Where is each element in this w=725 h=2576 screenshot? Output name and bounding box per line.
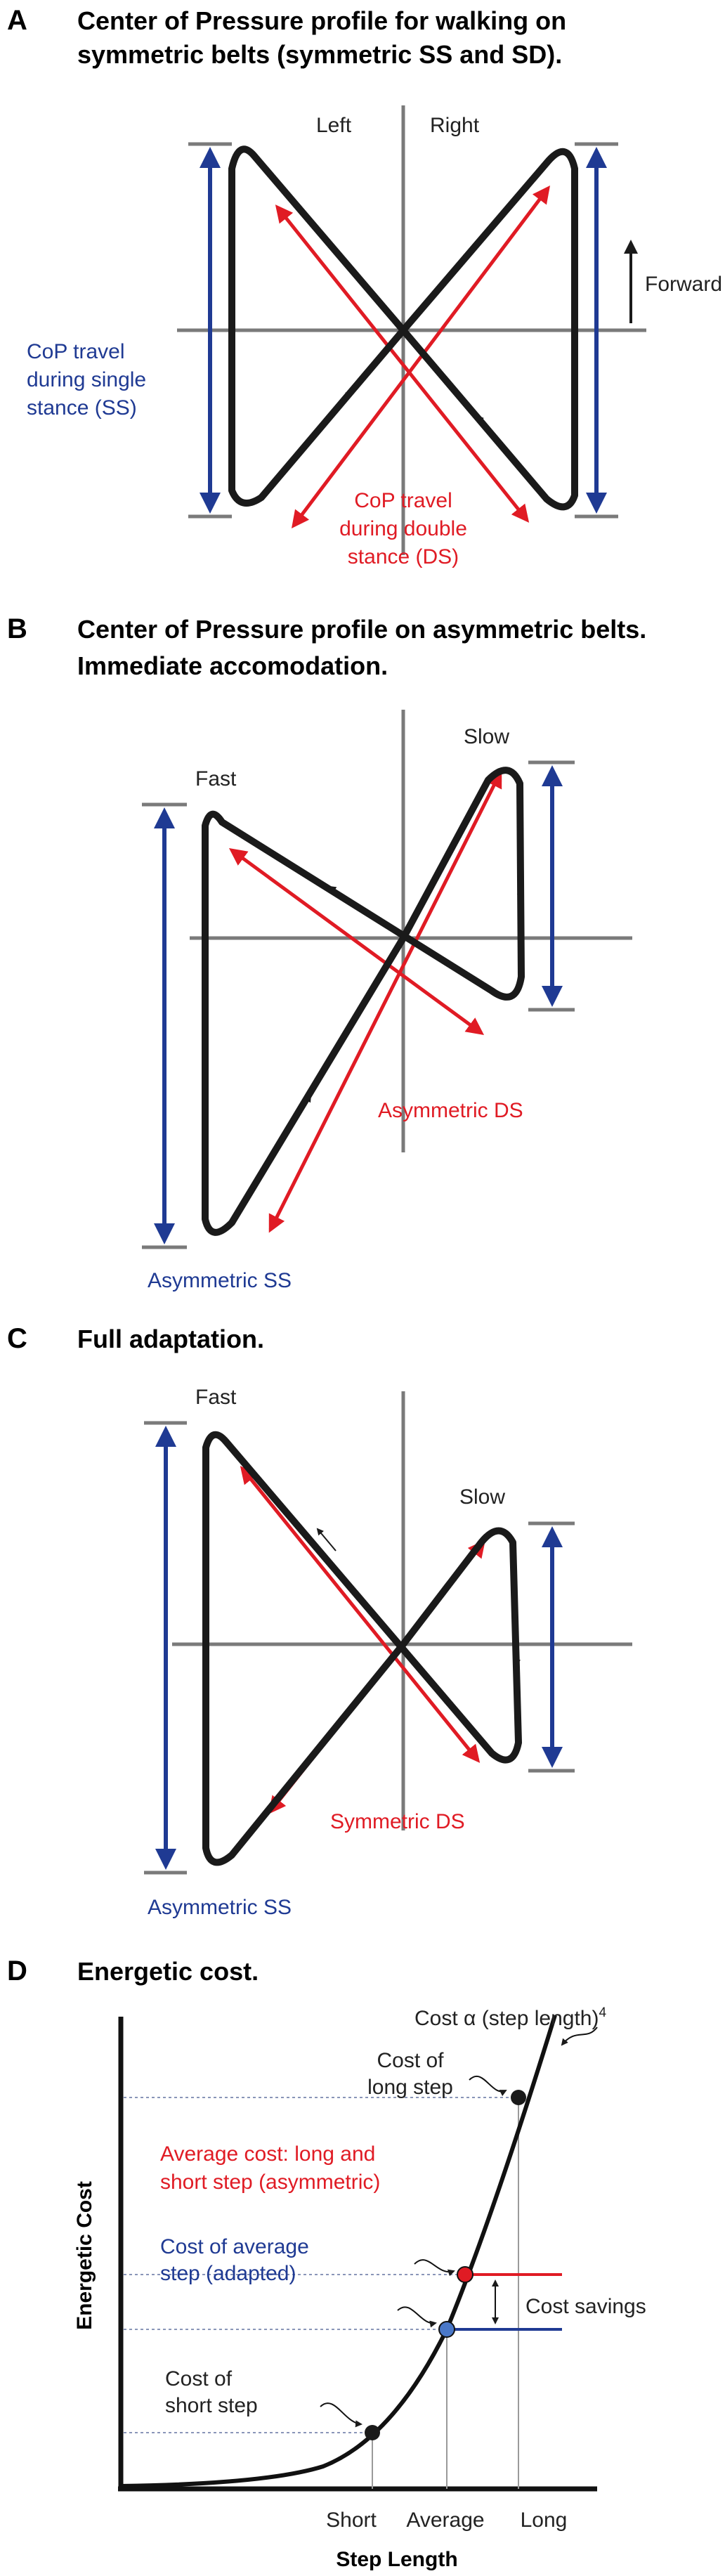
panel-b-ds-arrow-1 — [228, 848, 485, 1035]
panel-c-loop-arrow-up-left — [316, 1528, 337, 1552]
panel-c-title: Full adaptation. — [77, 1325, 264, 1353]
panel-d-average-cost-line2: short step (asymmetric) — [160, 2171, 380, 2194]
panel-a-title-line1: Center of Pressure profile for walking o… — [77, 6, 566, 35]
panel-d-short-line1: Cost of — [165, 2367, 233, 2390]
panel-c: C Full adaptation. Fast Slow Symmetric D… — [7, 1323, 632, 1919]
panel-d-pointer-short — [320, 2402, 362, 2428]
panel-d-adapted-line2: step (adapted) — [160, 2262, 296, 2285]
panel-d-long-line1: Cost of — [377, 2049, 444, 2072]
panel-d-point-average-cost — [457, 2266, 473, 2283]
panel-c-slow-label: Slow — [459, 1485, 505, 1509]
panel-d-letter: D — [7, 1956, 27, 1986]
panel-d-tick-long: Long — [521, 2509, 568, 2532]
panel-a-ss-line1: CoP travel — [27, 340, 125, 363]
panel-d-point-short — [365, 2425, 380, 2440]
panel-a-right-label: Right — [430, 114, 480, 137]
panel-b-loop-arrow-up-center — [294, 1095, 312, 1121]
panel-d-long-line2: long step — [367, 2076, 453, 2099]
panel-c-cop-loop — [202, 1431, 522, 1866]
panel-c-ds-label: Symmetric DS — [330, 1810, 465, 1833]
panel-a-title-line2: symmetric belts (symmetric SS and SD). — [77, 40, 562, 69]
panel-d-formula-text: Cost α (step length) — [414, 2007, 599, 2030]
panel-a-letter: A — [7, 5, 27, 36]
panel-d-point-long — [511, 2090, 526, 2105]
panel-b-letter: B — [7, 613, 27, 644]
panel-b-loop-arrow-up-right — [448, 830, 462, 856]
panel-d-pointer-average-cost — [414, 2259, 455, 2277]
panel-b-ds-label: Asymmetric DS — [378, 1099, 523, 1122]
panel-a-cop-loop — [228, 145, 578, 511]
panel-d-short-line2: short step — [165, 2394, 258, 2417]
panel-c-ds-arrow-1 — [240, 1466, 481, 1763]
panel-d-x-axis-title: Step Length — [336, 2548, 457, 2571]
panel-a-left-label: Left — [316, 114, 352, 137]
panel-d-title: Energetic cost. — [77, 1957, 259, 1986]
panel-a: A Center of Pressure profile for walking… — [7, 5, 722, 568]
panel-d-cost-curve — [120, 2015, 557, 2488]
panel-a-loop-arrow-up-center — [329, 389, 353, 417]
panel-c-loop-arrow-down-right — [513, 1615, 521, 1667]
panel-b-slow-label: Slow — [464, 725, 509, 748]
panel-a-loop-arrow-return — [476, 415, 496, 438]
panel-d-tick-short: Short — [326, 2509, 377, 2532]
panel-a-forward-label: Forward — [645, 273, 722, 296]
panel-b-loop-arrow-up-left — [329, 885, 352, 902]
panel-b-ss-label: Asymmetric SS — [148, 1269, 292, 1292]
panel-a-ss-line2: during single — [27, 368, 146, 391]
panel-b-title-line1: Center of Pressure profile on asymmetric… — [77, 615, 646, 644]
panel-c-fast-label: Fast — [195, 1386, 237, 1409]
panel-a-ds-line3: stance (DS) — [348, 545, 459, 568]
panel-b-title-line2: Immediate accomodation. — [77, 651, 388, 680]
panel-d-tick-average: Average — [406, 2509, 484, 2532]
panel-d-formula: Cost α (step length)4 — [414, 2005, 606, 2030]
panel-a-ds-arrow-2 — [291, 186, 551, 528]
panel-c-loop-arrow-up-center — [298, 1750, 318, 1774]
panel-d-adapted-line1: Cost of average — [160, 2235, 309, 2258]
panel-d-average-cost-line1: Average cost: long and — [160, 2142, 375, 2166]
panel-a-loop-arrow-up-left — [323, 237, 346, 264]
panel-c-ss-label: Asymmetric SS — [148, 1896, 292, 1919]
panel-b: B Center of Pressure profile on asymmetr… — [7, 613, 646, 1292]
panel-d-pointer-adapted — [397, 2306, 437, 2328]
panel-b-ds-arrow-2 — [268, 769, 502, 1233]
panel-d-savings-label: Cost savings — [525, 2295, 646, 2318]
panel-a-ds-line1: CoP travel — [354, 489, 452, 512]
panel-c-loop-arrow-up-right — [442, 1573, 458, 1594]
panel-d-y-axis-title: Energetic Cost — [73, 2181, 96, 2330]
panel-b-cop-loop — [202, 767, 525, 1236]
panel-d-point-adapted — [438, 2321, 455, 2338]
panel-d-pointer-formula — [561, 2027, 598, 2046]
panel-c-letter: C — [7, 1323, 27, 1354]
panel-a-ds-line2: during double — [339, 517, 467, 540]
panel-d: D Energetic cost. Cost α (step len — [7, 1956, 646, 2571]
panel-a-loop-arrow-up-right — [449, 252, 471, 277]
panel-d-formula-exponent: 4 — [599, 2005, 606, 2020]
panel-a-ss-line3: stance (SS) — [27, 396, 137, 419]
panel-b-fast-label: Fast — [195, 767, 237, 791]
panel-d-pointer-long — [469, 2075, 507, 2097]
